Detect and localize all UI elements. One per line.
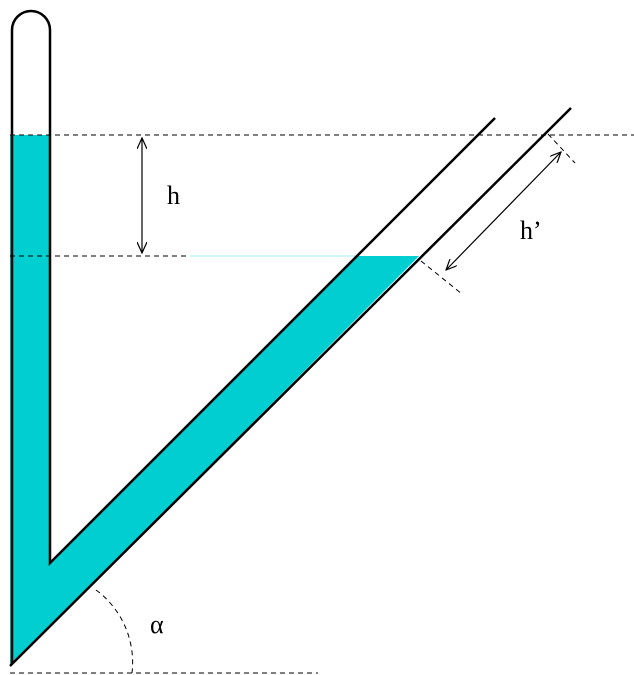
alpha-angle-arc: [95, 589, 134, 674]
outer-tube-wall: [10, 9, 496, 664]
h-prime-label: h’: [520, 216, 542, 245]
h-label: h: [167, 181, 180, 210]
h-prime-upper-tick: [547, 133, 576, 164]
inclined-tube-outer-wall: [9, 107, 572, 667]
h-prime-lower-tick: [420, 260, 463, 295]
alpha-label: α: [150, 610, 164, 639]
h-prime-dimension-arrow: [446, 152, 561, 270]
